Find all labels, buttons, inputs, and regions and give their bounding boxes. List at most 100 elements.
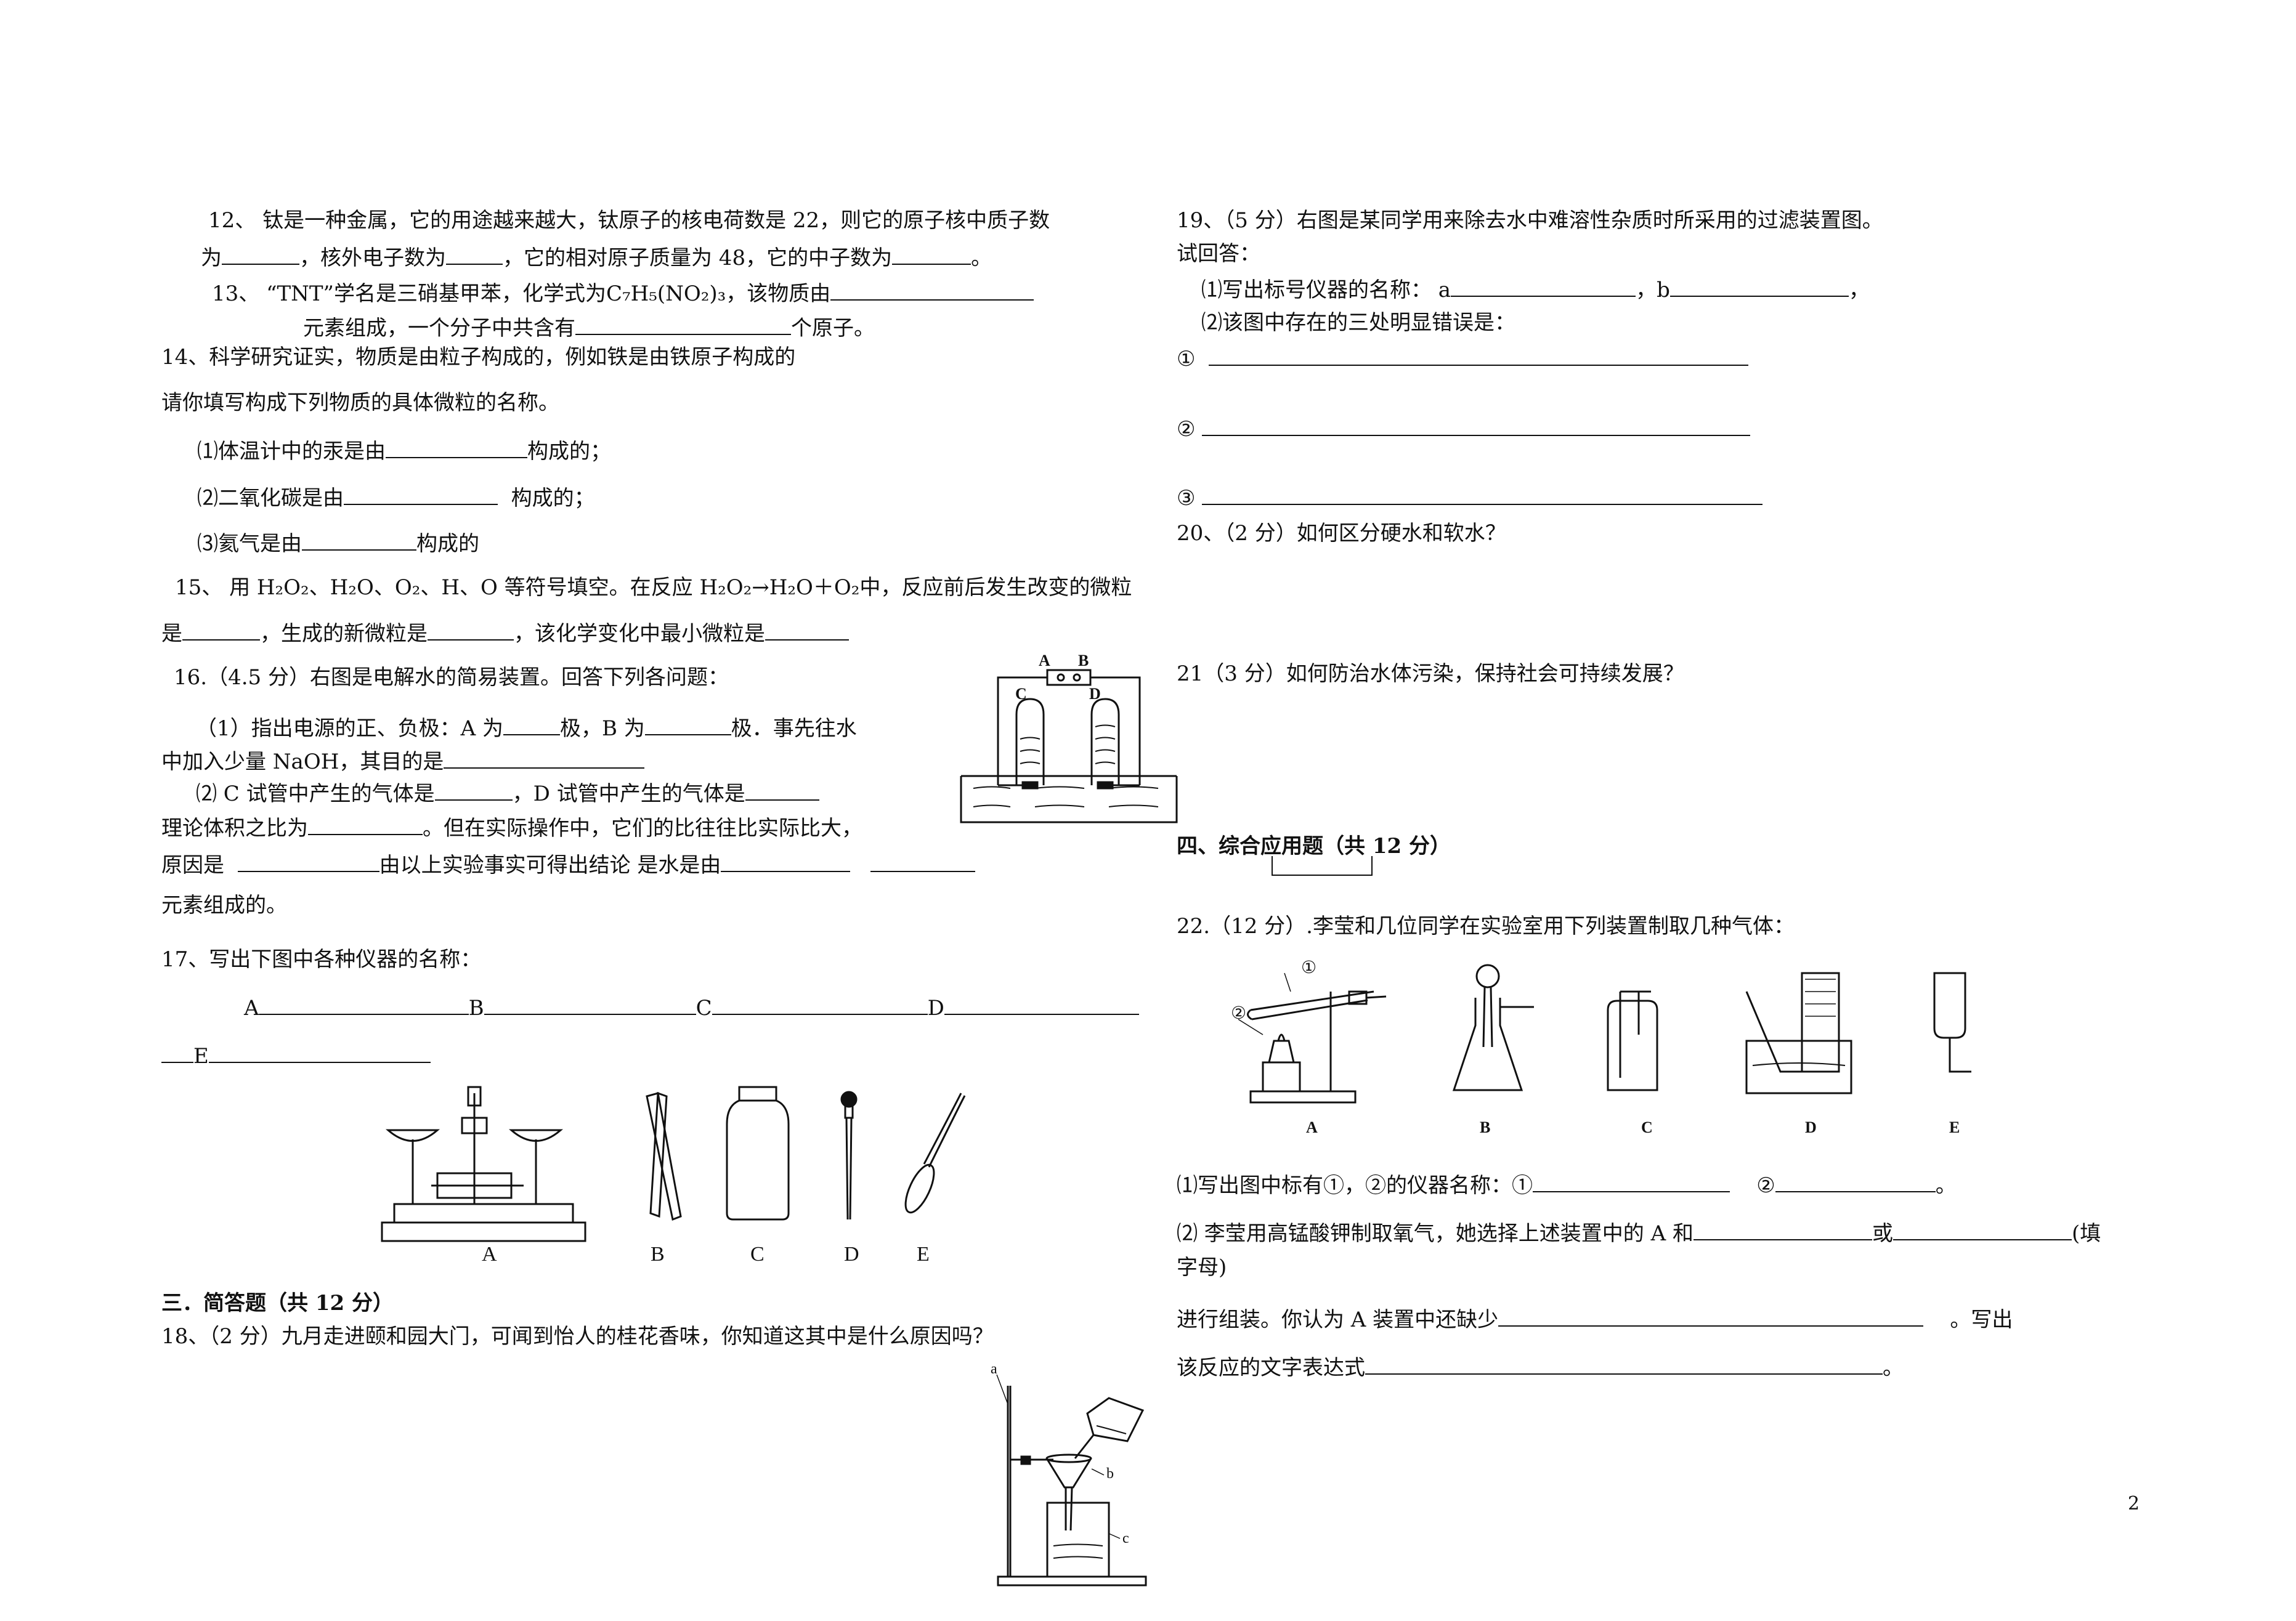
q22-item3: 进行组装。你认为 A 装置中还缺少 。写出: [1177, 1304, 2013, 1333]
answer-blank[interactable]: [484, 993, 696, 1015]
filtration-figure: [986, 1367, 1170, 1589]
q14-item2: ⑵二氧化碳是由 构成的；: [197, 483, 595, 512]
q20-stem: 20、（2 分）如何区分硬水和软水？: [1177, 521, 1506, 546]
answer-blank[interactable]: [721, 850, 851, 872]
apparatus-marker-2: ②: [1231, 1004, 1247, 1023]
answer-blank[interactable]: [745, 778, 819, 801]
electrolysis-label-d: D: [1089, 685, 1101, 703]
q16-item2: ⑵ C 试管中产生的气体是，D 试管中产生的气体是: [196, 778, 819, 807]
answer-blank[interactable]: [1202, 483, 1763, 505]
q16-item1: （1）指出电源的正、负极：A 为极，B 为极．事先往水: [196, 713, 857, 742]
apparatus-label-a: A: [1306, 1118, 1318, 1136]
apparatus-label-d: D: [1805, 1118, 1817, 1136]
answer-blank[interactable]: [259, 993, 469, 1015]
q22-stem: 22.（12 分）.李莹和几位同学在实验室用下列装置制取几种气体：: [1177, 914, 1795, 939]
q15-line2: 是，生成的新微粒是，该化学变化中最小微粒是: [161, 618, 849, 647]
q14-line1: 14、科学研究证实，物质是由粒子构成的，例如铁是由铁原子构成的: [161, 345, 796, 370]
answer-blank[interactable]: [161, 1041, 193, 1063]
answer-blank[interactable]: [302, 528, 416, 551]
q16-item2c: 原因是 由以上实验事实可得出结论 是水是由: [161, 850, 975, 879]
electrolysis-label-b: B: [1078, 652, 1089, 669]
answer-blank[interactable]: [944, 993, 1139, 1015]
instrument-label-a: A: [482, 1243, 497, 1266]
filtration-label-c: c: [1122, 1530, 1129, 1546]
q14-item1: ⑴体温计中的汞是由构成的；: [197, 436, 611, 465]
answer-blank[interactable]: [765, 618, 849, 641]
q13-line2: 元素组成，一个分子中共含有个原子。: [303, 313, 875, 342]
answer-blank[interactable]: [1202, 414, 1751, 436]
answer-blank[interactable]: [446, 243, 503, 265]
q22-item2b: 字母): [1177, 1255, 1227, 1280]
score-box[interactable]: [1272, 856, 1373, 876]
apparatus-label-e: E: [1949, 1118, 1960, 1136]
answer-blank[interactable]: [434, 778, 513, 801]
answer-blank[interactable]: [1892, 1218, 2072, 1240]
answer-blank[interactable]: [208, 1041, 431, 1063]
answer-blank[interactable]: [237, 850, 379, 872]
q21-stem: 21（3 分）如何防治水体污染，保持社会可持续发展？: [1177, 661, 1684, 686]
answer-blank[interactable]: [1533, 1170, 1730, 1192]
answer-blank[interactable]: [1451, 275, 1636, 297]
q12-line2: 为，核外电子数为，它的相对原子质量为 48，它的中子数为。: [201, 243, 992, 272]
q22-item2: ⑵ 李莹用高锰酸钾制取氧气，她选择上述装置中的 A 和或(填: [1177, 1218, 2101, 1247]
section-4-heading: 四、综合应用题（共 12 分）: [1177, 834, 1451, 859]
electrolysis-label-c: C: [1015, 685, 1027, 703]
electrolysis-figure: [955, 659, 1183, 831]
answer-blank[interactable]: [830, 278, 1034, 301]
answer-blank[interactable]: [575, 313, 791, 335]
answer-blank[interactable]: [344, 483, 498, 505]
answer-blank[interactable]: [892, 243, 972, 265]
q13-line1: 13、 “TNT”学名是三硝基甲苯，化学式为C₇H₅(NO₂)₃，该物质由: [212, 278, 1034, 307]
q16-stem: 16.（4.5 分）右图是电解水的简易装置。回答下列各问题：: [174, 665, 729, 690]
instrument-label-b: B: [651, 1243, 665, 1266]
gas-apparatus-figure: [1226, 955, 2014, 1109]
answer-blank[interactable]: [712, 993, 928, 1015]
answer-blank[interactable]: [444, 746, 645, 769]
q18-stem: 18、（2 分）九月走进颐和园大门，可闻到怡人的桂花香味，你知道这其中是什么原因…: [161, 1324, 994, 1349]
q12-line1: 12、 钛是一种金属，它的用途越来越大，钛原子的核电荷数是 22，则它的原子核中…: [208, 208, 1050, 233]
answer-blank[interactable]: [1775, 1170, 1936, 1192]
answer-blank[interactable]: [1669, 275, 1849, 297]
q19-stem: 19、（5 分）右图是某同学用来除去水中难溶性杂质时所采用的过滤装置图。: [1177, 208, 1883, 233]
answer-blank[interactable]: [503, 713, 560, 735]
q15-line1: 15、 用 H₂O₂、H₂O、O₂、H、O 等符号填空。在反应 H₂O₂→H₂O…: [175, 575, 1132, 600]
answer-blank[interactable]: [1365, 1352, 1883, 1375]
answer-blank[interactable]: [182, 618, 260, 641]
instrument-label-d: D: [844, 1243, 859, 1266]
q16-item1b: 中加入少量 NaOH，其目的是: [161, 746, 645, 775]
q19-item2: ⑵该图中存在的三处明显错误是：: [1201, 310, 1515, 335]
apparatus-label-b: B: [1480, 1118, 1491, 1136]
answer-blank[interactable]: [644, 713, 731, 735]
instrument-label-e: E: [917, 1243, 930, 1266]
apparatus-marker-1: ①: [1301, 958, 1317, 977]
answer-blank[interactable]: [308, 813, 423, 835]
q19-item1: ⑴写出标号仪器的名称： a，b，: [1201, 275, 1870, 304]
tweezers-icon: [647, 1093, 681, 1219]
q17-stem: 17、写出下图中各种仪器的名称：: [161, 947, 482, 972]
q19-error2: ②: [1177, 414, 1751, 443]
answer-blank[interactable]: [1209, 344, 1749, 366]
spoon-icon: [900, 1093, 965, 1216]
answer-blank[interactable]: [428, 618, 514, 641]
answer-blank[interactable]: [1693, 1218, 1872, 1240]
answer-blank[interactable]: [386, 436, 527, 458]
q16-item2d: 元素组成的。: [161, 893, 287, 918]
electrolysis-label-a: A: [1039, 652, 1050, 669]
balance-icon: [382, 1087, 585, 1241]
wide-mouth-bottle-icon: [727, 1087, 789, 1219]
instrument-label-c: C: [750, 1243, 765, 1266]
instruments-figure: [370, 1081, 986, 1259]
q22-item1: ⑴写出图中标有①，②的仪器名称：① ②。: [1177, 1170, 1957, 1199]
answer-blank[interactable]: [222, 243, 299, 265]
dropper-icon: [842, 1092, 856, 1219]
page-number: 2: [2128, 1493, 2140, 1514]
filtration-label-a: a: [991, 1361, 997, 1377]
answer-blank[interactable]: [870, 850, 975, 872]
q22-item4: 该反应的文字表达式。: [1177, 1352, 1904, 1381]
q14-item3: ⑶氦气是由构成的: [197, 528, 479, 557]
q19-prompt: 试回答：: [1177, 241, 1260, 266]
answer-blank[interactable]: [1498, 1304, 1924, 1327]
q19-error1: ①: [1177, 344, 1749, 373]
apparatus-label-c: C: [1641, 1118, 1653, 1136]
